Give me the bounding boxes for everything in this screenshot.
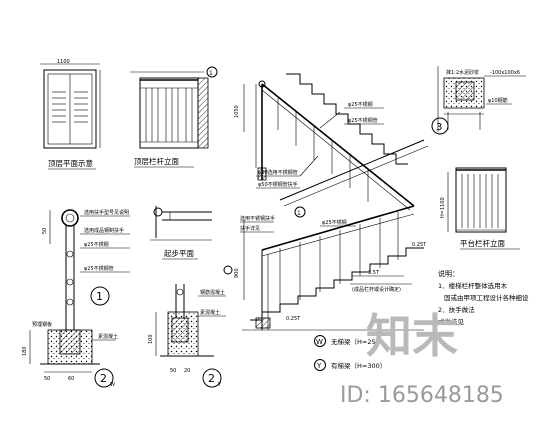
plan-top-dim: 1100: [57, 59, 70, 65]
d3-rebar: φ10钢筋: [488, 97, 508, 104]
platform-railing-elevation: H=1100 平台栏杆立面: [440, 167, 520, 250]
callout-phi25-pipe: φ25不锈钢管: [348, 117, 378, 124]
d2y-dim-100: 100: [148, 334, 154, 344]
watermark-brand: 知末: [366, 309, 458, 363]
dim-900: 900: [234, 268, 240, 278]
platform-elev-title: 平台栏杆立面: [460, 238, 505, 248]
watermark: 知末 ID: 165648185: [340, 309, 504, 408]
legend-y-letter: Y: [316, 362, 322, 370]
detail-1-number: 1: [96, 290, 103, 303]
callout-rail-detail: 扶手详见: [240, 225, 260, 232]
callout-precast: (成品栏杆或设计确定): [352, 286, 401, 293]
watermark-id: ID: 165648185: [340, 383, 504, 408]
d1-callout-2: 选用成品钢制扶手: [84, 227, 124, 234]
callout-phi25: φ25不锈钢: [348, 101, 373, 108]
dim-35t: 3.5T: [368, 270, 380, 276]
detail-3: 抹1:2水泥砂浆 -100x100x6 φ10钢筋 3: [431, 66, 526, 135]
detail-2y: 100 50 20 钢筋混凝土 素混凝土 2 Y: [148, 284, 226, 388]
callout-phi50: φ50不锈钢管扶手: [258, 181, 298, 188]
note-line-3: 2．扶手做法: [438, 305, 475, 314]
d2y-callout-2: 素混凝土: [200, 309, 220, 316]
callout-ss-pipe: φ25不锈钢: [322, 219, 347, 226]
callout-phi20: φ20选用不锈钢管: [258, 169, 298, 176]
d2y-dim-50: 50: [170, 368, 176, 374]
platform-dim-h: H=1100: [440, 197, 446, 218]
top-railing-elevation: 1 顶层栏杆立面: [130, 66, 218, 168]
d1-callout-1: 选用扶手型号见说明: [84, 209, 129, 216]
legend-w-letter: W: [316, 338, 323, 346]
top-plan-title: 顶层平面示意: [48, 158, 93, 168]
d2w-dim-60: 60: [68, 376, 74, 382]
top-elev-ref: 1: [209, 70, 213, 77]
note-line-2: 固或由甲项工程设计各种细设: [444, 293, 529, 302]
detail-2w-number: 2: [100, 372, 107, 385]
d2w-callout: 预埋钢板: [32, 321, 52, 328]
d2w-dim-180: 180: [22, 346, 28, 356]
d3-mortar: 抹1:2水泥砂浆: [446, 69, 479, 76]
notes: 说明： 1．楼梯栏杆整体选用木 固或由甲项工程设计各种细设 2．扶手做法 式做法…: [438, 269, 529, 326]
d2w-callout-2: 素混凝土: [98, 333, 118, 340]
d1-callout-3: φ25不锈钢: [84, 241, 109, 248]
d2y-callout-1: 钢筋混凝土: [200, 289, 225, 296]
d2w-dim-50: 50: [44, 376, 50, 382]
notes-title: 说明：: [438, 269, 459, 278]
detail-2y-number: 2: [208, 372, 215, 385]
detail-3-number: 3: [436, 122, 442, 133]
d1-callout-4: φ25不锈钢管: [84, 265, 114, 272]
note-line-1: 1．楼梯栏杆整体选用木: [438, 281, 508, 290]
d1-dim-50: 50: [42, 228, 48, 234]
d2y-dim-20: 20: [184, 368, 190, 374]
detail-2w: 50 60 180 预埋钢板 素混凝土 2 W: [22, 321, 118, 388]
legend-y-text: 有梯梁（H=300）: [331, 361, 386, 370]
start-plan: 起步平面: [150, 206, 212, 260]
dim-1050: 1050: [234, 105, 240, 118]
dim-025t-top: 0.25T: [412, 242, 427, 248]
detail-1-handrail-section: 50 选用扶手型号见说明 选用成品钢制扶手 φ25不锈钢 φ25不锈钢管 1: [42, 209, 130, 330]
legend-w-text: 无梯梁（H=25: [331, 337, 376, 346]
legend: W 无梯梁（H=25 Y 有梯梁（H=300）: [314, 335, 386, 371]
d3-plate: -100x100x6: [490, 70, 520, 76]
detail-2y-sub: Y: [217, 382, 222, 388]
note-line-4: 式做法见: [438, 317, 465, 326]
start-plan-title: 起步平面: [164, 249, 194, 258]
detail-2w-sub: W: [110, 382, 115, 388]
main-stair-section: 1050 900 φ25不锈钢 φ25不锈钢管 φ20选用不锈钢管 φ50不锈钢…: [223, 73, 429, 331]
dim-025t-bottom: 0.25T: [286, 316, 301, 322]
section-ref-1: 1: [297, 210, 301, 217]
top-elev-title: 顶层栏杆立面: [134, 156, 179, 166]
top-floor-plan: 1100 顶层平面示意: [40, 59, 101, 170]
callout-ss-rail: 选用不锈钢扶手: [240, 215, 275, 222]
